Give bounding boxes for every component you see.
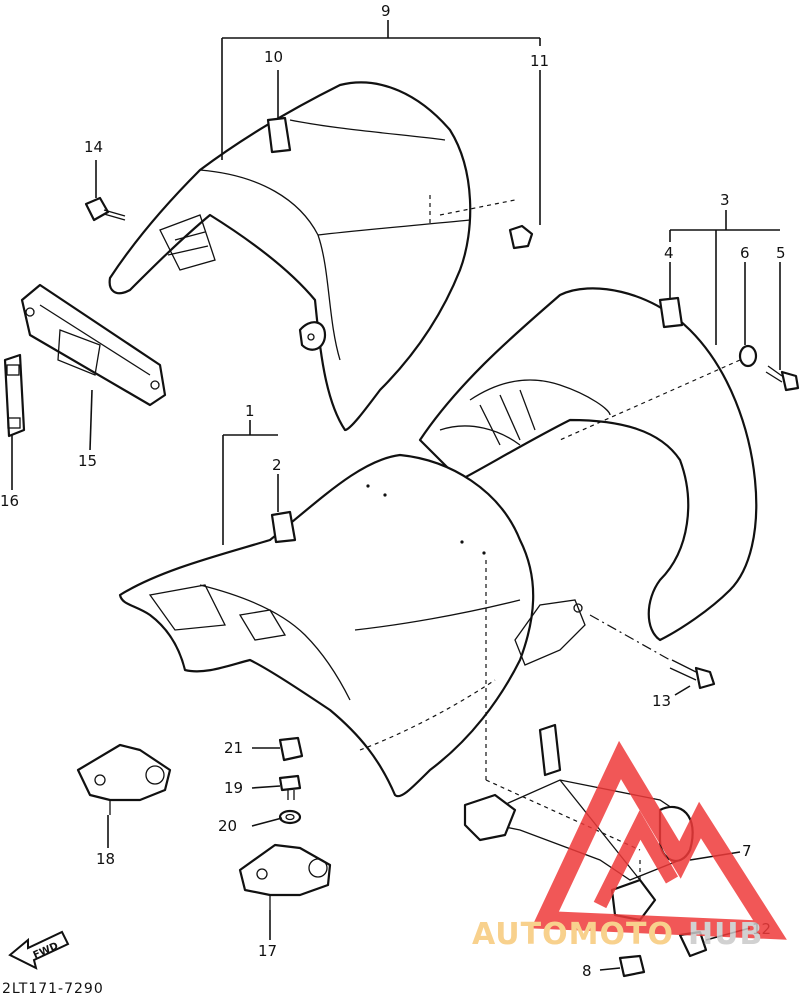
callout-7: 7 [742, 842, 752, 860]
callout-10: 10 [264, 48, 283, 66]
callout-20: 20 [218, 817, 237, 835]
part-18-hinge-bracket [76, 743, 172, 815]
watermark-brand-hub: HUB [688, 917, 763, 952]
part-21-cap [278, 736, 304, 762]
part-20-washer [278, 809, 302, 825]
watermark: AUTOMOTO HUB [472, 740, 787, 952]
callout-17: 17 [258, 942, 277, 960]
callout-3: 3 [720, 191, 730, 209]
callout-14: 14 [84, 138, 103, 156]
part-3-rear-cowl [418, 287, 800, 642]
callout-5: 5 [776, 244, 786, 262]
callout-8: 8 [582, 962, 592, 980]
callout-13: 13 [652, 692, 671, 710]
callout-15: 15 [78, 452, 97, 470]
part-17-hinge-bracket [238, 843, 332, 910]
part-13-bolt [589, 614, 716, 690]
callout-6: 6 [740, 244, 750, 262]
drawing-code: 2LT171-7290 [2, 981, 104, 996]
callout-labels: 9 10 11 14 3 4 6 5 1 2 15 16 13 21 19 20… [0, 2, 786, 980]
part-16-clip [3, 353, 26, 438]
part-19-screw [278, 774, 302, 800]
callout-2: 2 [272, 456, 282, 474]
callout-21: 21 [224, 739, 243, 757]
callout-1: 1 [245, 402, 255, 420]
callout-4: 4 [664, 244, 674, 262]
watermark-brand-auto: AUTOMOTO [472, 917, 674, 952]
watermark-triangle-icon [531, 740, 787, 940]
callout-9: 9 [381, 2, 391, 20]
callout-19: 19 [224, 779, 243, 797]
part-15-side-panel [20, 283, 167, 407]
fwd-arrow: FWD [8, 930, 70, 970]
callout-11: 11 [530, 52, 549, 70]
part-9-seat-cover-upper [108, 81, 534, 432]
callout-18: 18 [96, 850, 115, 868]
callout-16: 16 [0, 492, 19, 510]
leader-lines [11, 20, 781, 971]
part-1-main-seat [118, 453, 641, 851]
part-14-bolt [84, 196, 126, 222]
